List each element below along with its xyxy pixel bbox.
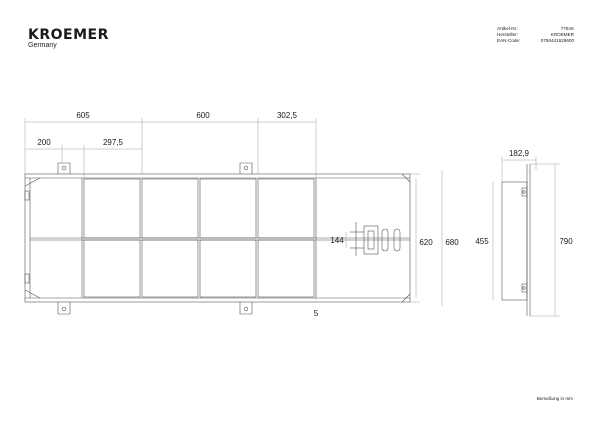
clamp-inner — [367, 230, 375, 250]
side-hole — [522, 286, 526, 290]
brand-country: Germany — [28, 42, 57, 49]
hinge — [24, 273, 30, 284]
dim-label-790: 790 — [559, 237, 573, 246]
info-values: 7754S KROEMER 0750441629600 — [541, 26, 574, 44]
dim-label-5: 5 — [314, 309, 319, 318]
dim-label-600: 600 — [196, 111, 210, 120]
mount-hole — [61, 306, 67, 312]
side-body — [501, 181, 528, 301]
brand-logo: KROEMER — [28, 27, 109, 43]
panel — [83, 239, 141, 298]
side-bracket — [521, 283, 528, 293]
mount-hole — [243, 165, 249, 171]
panel — [257, 239, 315, 298]
dim-label-680: 680 — [445, 238, 459, 247]
dim-label-302-5: 302,5 — [277, 111, 298, 120]
mount-tab-bottom — [57, 302, 71, 315]
info-label-ean: EAN-Code: — [497, 38, 521, 43]
hinge — [24, 190, 30, 201]
info-label-manufacturer: Hersteller: — [497, 32, 518, 37]
info-label-article: Artikel-Nr.: — [497, 26, 519, 31]
mount-tab-top — [57, 162, 71, 174]
dim-label-182-9: 182,9 — [509, 149, 530, 158]
dim-label-200: 200 — [37, 138, 51, 147]
dim-label-144: 144 — [330, 236, 344, 245]
dim-label-455: 455 — [475, 237, 489, 246]
panel — [83, 178, 141, 239]
front-end-right-top — [401, 173, 411, 183]
panel — [199, 178, 257, 239]
side-hole — [522, 190, 526, 194]
mount-hole — [61, 165, 67, 171]
clamp-slot — [381, 228, 389, 252]
panel — [141, 178, 199, 239]
panel — [257, 178, 315, 239]
front-end-left-top — [24, 177, 41, 187]
panel — [141, 239, 199, 298]
mount-tab-bottom — [239, 302, 253, 315]
info-value-manufacturer: KROEMER — [550, 32, 574, 37]
clamp-slot — [393, 228, 401, 252]
info-labels: Artikel-Nr.: Hersteller: EAN-Code: — [497, 26, 520, 44]
info-value-ean: 0750441629600 — [540, 38, 574, 43]
mount-hole — [243, 306, 249, 312]
mount-tab-top — [239, 162, 253, 174]
side-bracket — [521, 187, 528, 197]
clamp-body — [363, 225, 379, 255]
front-end-right-bottom — [401, 293, 411, 303]
dim-label-297-5: 297,5 — [103, 138, 124, 147]
panel — [199, 239, 257, 298]
dim-label-605: 605 — [76, 111, 90, 120]
info-value-article: 7754S — [560, 26, 574, 31]
dim-label-620: 620 — [419, 238, 433, 247]
front-end-left-bottom — [24, 289, 41, 299]
units-note: Bemaßung in mm — [536, 396, 573, 401]
